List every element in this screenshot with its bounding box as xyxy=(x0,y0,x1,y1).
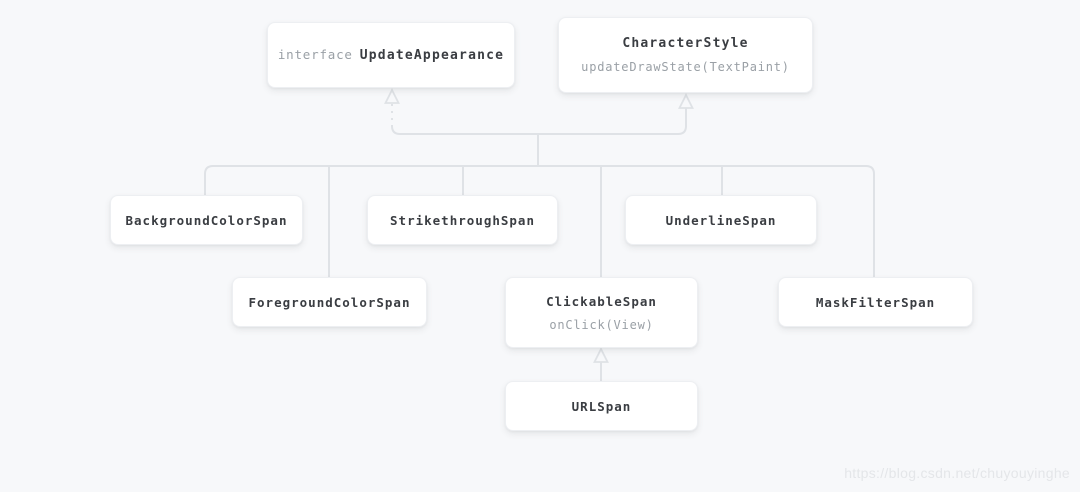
trunk-line xyxy=(204,165,875,277)
class-name: ClickableSpan xyxy=(546,293,657,309)
class-node-mask-filter-span: MaskFilterSpan xyxy=(778,277,973,327)
class-node-url-span: URLSpan xyxy=(505,381,698,431)
class-node-title: interface UpdateAppearance xyxy=(278,47,504,63)
class-name: BackgroundColorSpan xyxy=(125,212,288,228)
interface-keyword: interface xyxy=(277,47,353,62)
class-name: URLSpan xyxy=(571,398,632,414)
class-node-foreground-color-span: ForegroundColorSpan xyxy=(232,277,427,327)
class-node-underline-span: UnderlineSpan xyxy=(625,195,817,245)
class-name: MaskFilterSpan xyxy=(815,294,936,310)
class-node-clickable-span: ClickableSpan onClick(View) xyxy=(505,277,698,348)
class-name: UpdateAppearance xyxy=(359,48,505,63)
class-name: UnderlineSpan xyxy=(665,212,777,228)
class-node-background-color-span: BackgroundColorSpan xyxy=(110,195,303,245)
class-node-strikethrough-span: StrikethroughSpan xyxy=(367,195,558,245)
hollow-arrow-update-appearance xyxy=(384,87,400,104)
parent-elbow-line xyxy=(391,108,687,135)
csdn-watermark: https://blog.csdn.net/chuyouyinghe xyxy=(844,465,1070,481)
method-signature: onClick(View) xyxy=(549,317,654,332)
hollow-arrow-clickable-span xyxy=(593,346,609,363)
class-node-character-style: CharacterStyle updateDrawState(TextPaint… xyxy=(558,17,813,93)
class-node-update-appearance: interface UpdateAppearance xyxy=(267,22,515,88)
hollow-arrow-character-style xyxy=(678,92,694,109)
class-name: ForegroundColorSpan xyxy=(248,294,411,310)
method-signature: updateDrawState(TextPaint) xyxy=(581,60,790,74)
class-name: StrikethroughSpan xyxy=(390,212,535,228)
class-name: CharacterStyle xyxy=(622,36,749,51)
